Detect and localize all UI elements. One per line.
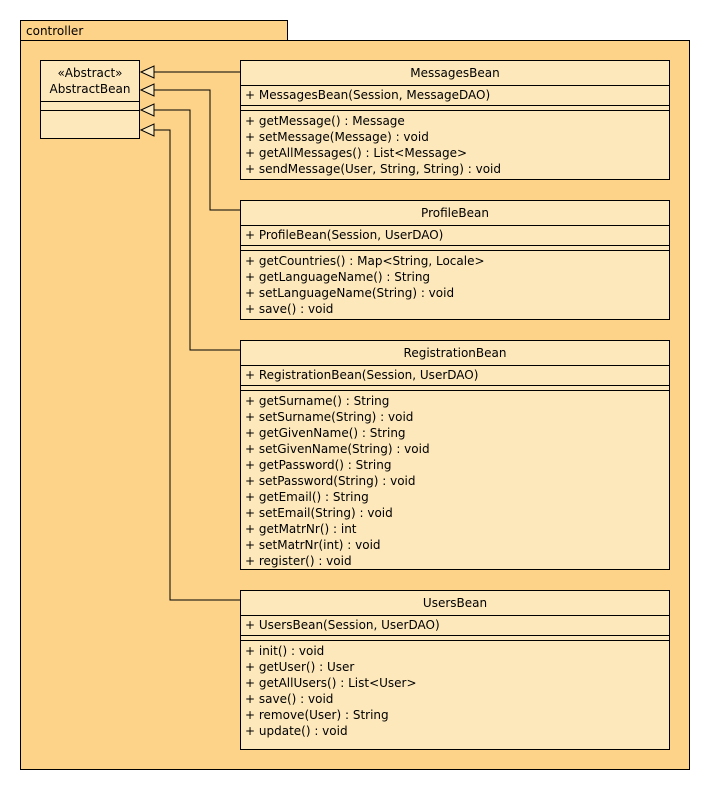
operation: + setMatrNr(int) : void xyxy=(245,538,381,552)
attributes-separator xyxy=(241,636,669,641)
constructor: + RegistrationBean(Session, UserDAO) xyxy=(241,366,669,386)
operation: + getAllUsers() : List<User> xyxy=(245,676,417,690)
operations-compartment: + getMessage() : Message + setMessage(Me… xyxy=(241,111,669,177)
attributes-separator xyxy=(241,246,669,251)
generalization-arrowhead xyxy=(139,83,155,97)
abstract-bean-header: «Abstract» AbstractBean xyxy=(41,61,139,102)
profilebean-class[interactable]: ProfileBean + ProfileBean(Session, UserD… xyxy=(240,200,670,320)
package-name: controller xyxy=(26,24,84,38)
operation: + save() : void xyxy=(245,692,334,706)
operation: + sendMessage(User, String, String) : vo… xyxy=(245,162,501,176)
generalization-arrowhead xyxy=(139,123,155,137)
messagesbean-class[interactable]: MessagesBean + MessagesBean(Session, Mes… xyxy=(240,60,670,180)
usersbean-class[interactable]: UsersBean + UsersBean(Session, UserDAO) … xyxy=(240,590,670,750)
operation: + update() : void xyxy=(245,724,348,738)
operation: + getSurname() : String xyxy=(245,394,390,408)
constructor: + UsersBean(Session, UserDAO) xyxy=(241,616,669,636)
abstract-attributes-compartment xyxy=(41,102,139,111)
abstract-bean-class[interactable]: «Abstract» AbstractBean xyxy=(40,60,140,139)
operations-compartment: + init() : void + getUser() : User + get… xyxy=(241,641,669,739)
operation: + setGivenName(String) : void xyxy=(245,442,430,456)
operations-compartment: + getCountries() : Map<String, Locale> +… xyxy=(241,251,669,317)
class-name: MessagesBean xyxy=(241,61,669,86)
generalization-arrowhead xyxy=(139,65,155,79)
operation: + getPassword() : String xyxy=(245,458,392,472)
operation: + getGivenName() : String xyxy=(245,426,406,440)
attributes-separator xyxy=(241,106,669,111)
operation: + getMessage() : Message xyxy=(245,114,405,128)
operation: + getUser() : User xyxy=(245,660,355,674)
abstract-stereotype: «Abstract» xyxy=(57,66,123,80)
operation: + getAllMessages() : List<Message> xyxy=(245,146,468,160)
generalization-line-registrationbean xyxy=(154,109,240,351)
operation: + setPassword(String) : void xyxy=(245,474,416,488)
operation: + remove(User) : String xyxy=(245,708,389,722)
operation: + getCountries() : Map<String, Locale> xyxy=(245,254,485,268)
operation: + setEmail(String) : void xyxy=(245,506,393,520)
attributes-separator xyxy=(241,386,669,391)
class-name: UsersBean xyxy=(241,591,669,616)
operation: + setMessage(Message) : void xyxy=(245,130,429,144)
abstract-class-name: AbstractBean xyxy=(49,82,131,96)
generalization-line-profilebean xyxy=(154,89,240,211)
operation: + init() : void xyxy=(245,644,325,658)
operation: + setLanguageName(String) : void xyxy=(245,286,455,300)
class-name: RegistrationBean xyxy=(241,341,669,366)
operation: + getLanguageName() : String xyxy=(245,270,431,284)
operation: + save() : void xyxy=(245,302,334,316)
operation: + register() : void xyxy=(245,554,352,568)
constructor: + ProfileBean(Session, UserDAO) xyxy=(241,226,669,246)
operations-compartment: + getSurname() : String + setSurname(Str… xyxy=(241,391,669,569)
operation: + setSurname(String) : void xyxy=(245,410,414,424)
generalization-arrowhead xyxy=(139,103,155,117)
registrationbean-class[interactable]: RegistrationBean + RegistrationBean(Sess… xyxy=(240,340,670,570)
generalization-line-usersbean xyxy=(154,129,240,601)
operation: + getMatrNr() : int xyxy=(245,522,357,536)
operation: + getEmail() : String xyxy=(245,490,369,504)
constructor: + MessagesBean(Session, MessageDAO) xyxy=(241,86,669,106)
class-name: ProfileBean xyxy=(241,201,669,226)
